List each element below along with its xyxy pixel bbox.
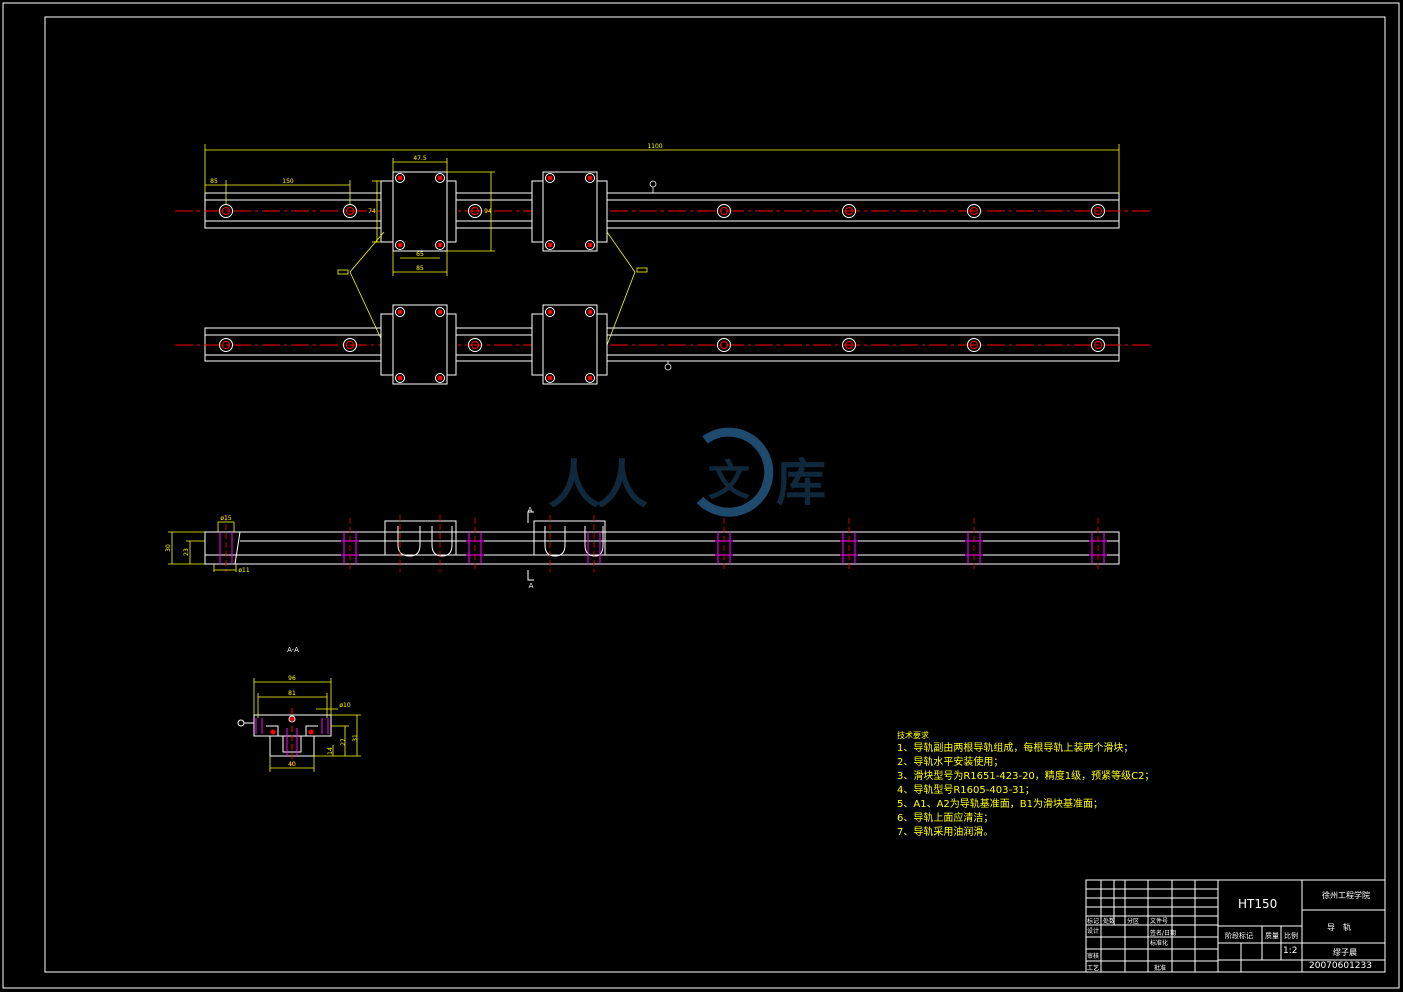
- dim-side-height-outer: 30: [165, 544, 172, 552]
- watermark-text-left: 人人: [548, 456, 648, 516]
- note-5: 5、A1、A2为导轨基准面，B1为滑块基准面；: [897, 799, 1103, 810]
- dim-section-width-inner: 81: [288, 690, 296, 697]
- dim-side-hole-top: ø15: [220, 515, 231, 522]
- side-dimension-text: 30 23 ø15 ø11: [165, 515, 250, 574]
- notes-heading: 技术要求: [897, 731, 929, 740]
- note-3: 3、滑块型号为R1651-423-20，精度1级，预紧等级C2；: [897, 771, 1155, 782]
- watermark: 人人 文 库: [548, 425, 838, 525]
- dim-block-length: 85: [416, 265, 424, 272]
- top-dimensions: [204, 144, 1120, 346]
- dim-section-base-width: 40: [288, 761, 296, 768]
- rail-2-holes: [219, 338, 1105, 352]
- dim-block-width-top: 47.5: [413, 155, 427, 162]
- watermark-text-mid: 文: [708, 456, 751, 505]
- dim-overall-length: 1100: [647, 143, 662, 150]
- inner-frame: [44, 16, 1386, 973]
- note-6: 6、导轨上面应清洁；: [897, 813, 994, 824]
- rail-2-block-holes: [395, 307, 595, 383]
- section-title: A-A: [287, 646, 299, 654]
- section-mark-a-top: A: [528, 506, 533, 514]
- note-4: 4、导轨型号R1605-403-31；: [897, 785, 1035, 796]
- dim-side-hole-bottom: ø11: [238, 567, 249, 574]
- rail-2-block-1: [380, 304, 457, 385]
- top-dimension-text: 1100 85 150 47.5 65 85 74 94: [210, 143, 663, 272]
- section-a-a-marks: [237, 708, 314, 766]
- side-view-bolts: [219, 532, 1107, 564]
- rail-2-block-2: [531, 304, 608, 385]
- watermark-ring: [696, 427, 774, 517]
- section-cut-marks: [527, 511, 534, 581]
- label-stage-mark: 阶段标记: [1225, 932, 1253, 940]
- dim-block-height-inner: 74: [368, 208, 376, 215]
- rail-1-block-1: [380, 171, 457, 252]
- dim-block-mount-spacing: 65: [416, 251, 424, 258]
- dim-section-height-outer: 31: [352, 734, 359, 742]
- dim-hole-pitch: 150: [282, 178, 294, 185]
- rail-1-holes: [219, 204, 1105, 218]
- label-design: 设计: [1087, 928, 1100, 935]
- student-id: 20070601233: [1309, 961, 1372, 971]
- label-ratio: 比例: [1284, 932, 1298, 940]
- side-view-centerlines: [225, 515, 1099, 572]
- section-a-a-bolts: [255, 718, 329, 756]
- dim-section-hole: ø10: [339, 702, 350, 709]
- designer-name: 缪子晨: [1333, 948, 1357, 957]
- section-a-a-dimension-text: 96 81 ø10 31 27 14 40: [288, 675, 359, 768]
- label-doc-no: 文件号: [1150, 918, 1169, 925]
- part-name: 导 轨: [1327, 923, 1351, 932]
- side-view-rail: [204, 520, 1120, 565]
- section-mark-a-bottom: A: [529, 582, 534, 590]
- note-2: 2、导轨水平安装使用；: [897, 757, 1004, 768]
- label-approve: 批准: [1154, 965, 1167, 972]
- label-standard: 标准化: [1150, 940, 1169, 947]
- scale-value: 1:2: [1283, 946, 1298, 956]
- dim-section-height-small: 14: [327, 747, 334, 755]
- note-7: 7、导轨采用油润滑。: [897, 827, 994, 838]
- section-cut-labels: A A: [528, 506, 534, 590]
- rail-1-block-holes: [395, 173, 595, 250]
- label-zone: 分区: [1127, 918, 1140, 925]
- label-weight: 质量: [1265, 932, 1279, 940]
- title-block-grid: [1085, 879, 1386, 973]
- section-a-a-dimensions: [253, 678, 361, 772]
- watermark-text-right: 库: [776, 454, 826, 512]
- dim-section-height-inner: 27: [340, 738, 347, 746]
- rail-1-block-2: [531, 171, 608, 252]
- dim-block-height-outer: 94: [484, 208, 492, 215]
- material: HT150: [1238, 897, 1278, 911]
- dim-section-width-outer: 96: [288, 675, 296, 682]
- label-sign-date: 签名/日期: [1150, 930, 1177, 937]
- side-dimensions: [168, 521, 237, 572]
- label-process: 工艺: [1087, 965, 1100, 972]
- label-mark: 标记: [1087, 918, 1100, 925]
- label-count: 处数: [1103, 918, 1116, 925]
- school-name: 徐州工程学院: [1322, 891, 1370, 900]
- dim-first-offset: 85: [210, 178, 218, 185]
- dim-side-height-inner: 23: [183, 548, 190, 556]
- label-review: 审核: [1087, 953, 1100, 960]
- note-1: 1、导轨副由两根导轨组成，每根导轨上装两个滑块；: [897, 743, 1134, 754]
